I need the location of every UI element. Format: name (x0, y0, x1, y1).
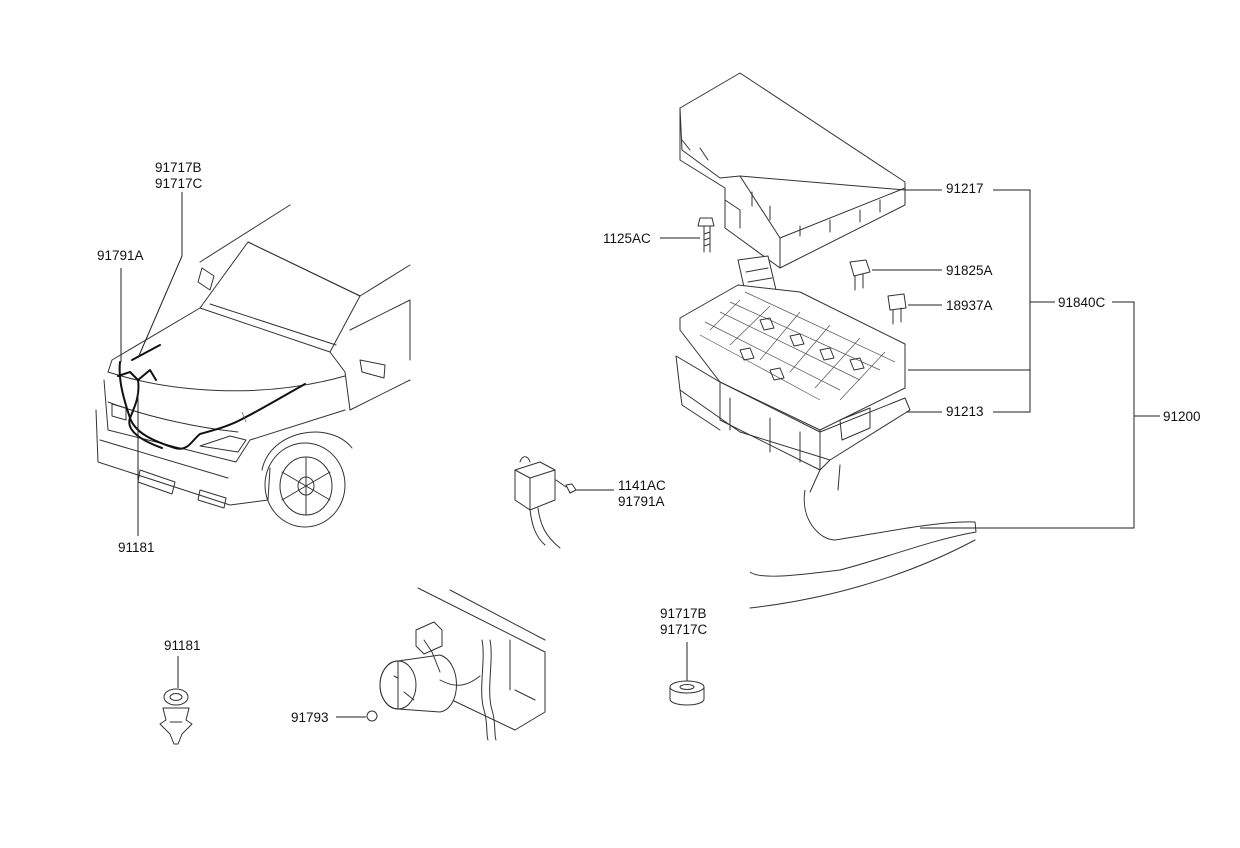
label-91717b-bot: 91717B (660, 606, 707, 621)
relay-1141ac-illustration (514, 456, 577, 549)
clip-91181-illustration (159, 688, 193, 745)
label-91825a: 91825A (946, 263, 993, 278)
label-91717c-top: 91717C (155, 176, 203, 191)
label-91717b-top: 91717B (155, 160, 202, 175)
label-91717c-bot: 91717C (660, 622, 708, 637)
label-91213: 91213 (946, 404, 984, 419)
label-91200: 91200 (1163, 409, 1201, 424)
label-1141ac: 1141AC (618, 478, 666, 493)
label-91181-clip: 91181 (164, 638, 201, 653)
bracket-91840c (993, 189, 1031, 413)
fuse-18937a-illustration (887, 293, 907, 325)
label-91793: 91793 (291, 710, 329, 725)
label-1125ac: 1125AC (603, 231, 651, 246)
label-91791a-mid: 91791A (618, 494, 665, 509)
label-91840c: 91840C (1058, 295, 1106, 310)
grommet-91717-illustration (669, 680, 705, 706)
fuse-91825a-illustration (849, 259, 871, 291)
fusebox-body-91213-illustration (675, 255, 977, 609)
bolt-1125ac-illustration (697, 217, 715, 253)
label-91791a-left: 91791A (97, 248, 144, 263)
bracket-91200 (920, 301, 1135, 529)
fusebox-cover-91217-illustration (679, 72, 906, 269)
car-front-illustration (95, 204, 411, 528)
label-91217: 91217 (946, 181, 984, 196)
label-18937a: 18937A (946, 298, 993, 313)
leader-91717-top (137, 192, 183, 359)
motor-91793-illustration (366, 587, 546, 741)
label-91181-car: 91181 (118, 540, 155, 555)
